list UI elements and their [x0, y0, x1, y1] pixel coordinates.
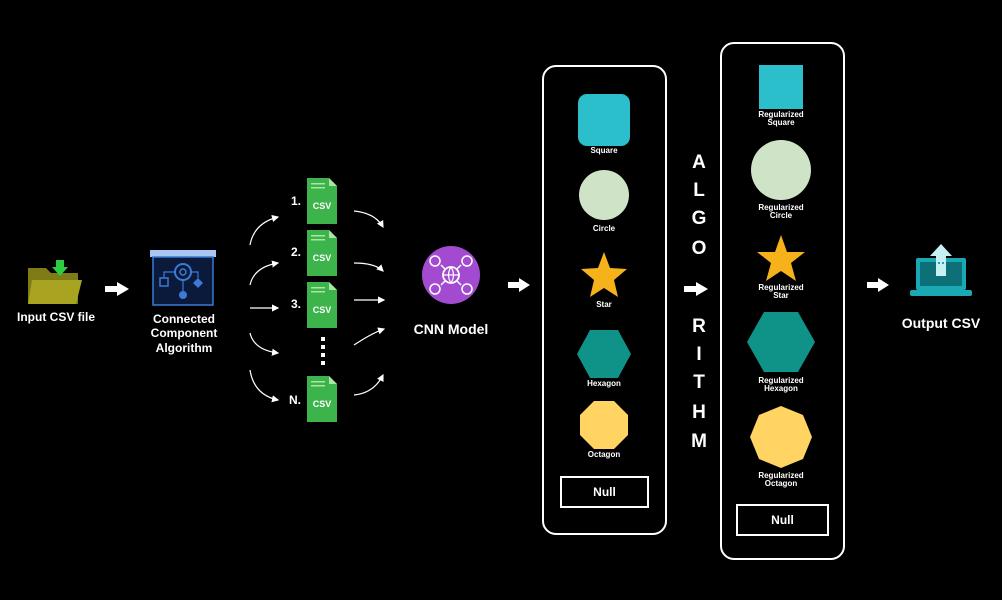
csv-file-icon [307, 230, 337, 276]
classified-shapes-panel [542, 65, 667, 535]
output-csv-label: Output CSV [901, 315, 981, 331]
octagon-shape-icon [580, 401, 628, 449]
shape-label: Star [596, 300, 612, 309]
regularized-label-line1: Regularized [758, 471, 804, 480]
regularized-label: Regularized Star [736, 283, 826, 301]
algo-letter: O [691, 238, 707, 259]
algorithm-label: Connected Component Algorithm [134, 312, 234, 355]
cnn-model-label: CNN Model [413, 321, 489, 337]
regularized-label: Regularized Octagon [736, 471, 826, 489]
csv-number: 2. [291, 245, 302, 259]
hexagon-shape-icon [577, 330, 631, 378]
algo-letter: T [693, 372, 705, 393]
regularized-circle-icon [751, 140, 811, 200]
ellipsis-dots-icon [321, 337, 325, 365]
csv-file-icon [307, 178, 337, 224]
regularized-label-line2: Star [773, 291, 789, 301]
arrow-right-icon [105, 282, 129, 296]
shape-label: Circle [592, 224, 616, 233]
algo-letter: L [693, 180, 705, 201]
star-shape-icon [581, 252, 627, 297]
algo-letter: R [692, 316, 706, 337]
null-regularized-box: Null [736, 504, 829, 536]
regularized-label: Regularized Circle [736, 203, 826, 221]
square-shape-icon [578, 94, 630, 146]
csv-file-text: CSV [312, 399, 332, 409]
csv-file-icon [307, 376, 337, 422]
csv-file-text: CSV [312, 305, 332, 315]
regularized-label-line2: Octagon [764, 479, 798, 489]
csv-file-text: CSV [312, 201, 332, 211]
regularized-octagon-icon [750, 406, 812, 468]
null-class-box: Null [560, 476, 649, 508]
csv-number: 1. [291, 194, 302, 208]
csv-file-icon [307, 282, 337, 328]
regularized-label-line1: Regularized [758, 283, 804, 292]
fan-out-arrows [249, 214, 280, 403]
laptop-upload-icon [910, 244, 972, 296]
regularized-label-line1: Regularized [758, 203, 804, 212]
regularized-label-line2: Square [767, 118, 795, 128]
regularized-label: Regularized Hexagon [736, 376, 826, 394]
input-csv-label: Input CSV file [17, 310, 95, 324]
circle-shape-icon [579, 170, 629, 220]
arrow-right-icon [684, 282, 708, 296]
algo-letter: M [691, 431, 707, 452]
regularized-label-line2: Hexagon [764, 384, 798, 394]
algorithm-flowchart-icon [150, 250, 216, 306]
algorithm-label-line2: Component [150, 326, 218, 341]
csv-file-text: CSV [312, 253, 332, 263]
csv-number: N. [289, 393, 301, 407]
algo-letter: H [692, 402, 706, 423]
regularized-label-line1: Regularized [758, 376, 804, 385]
regularized-label-line2: Circle [769, 211, 793, 221]
fan-in-arrows [353, 210, 386, 396]
shape-label: Octagon [587, 450, 621, 459]
algo-letter: A [692, 152, 706, 173]
arrow-right-icon [508, 278, 530, 292]
shape-label: Square [590, 146, 618, 155]
shape-label: Hexagon [587, 379, 621, 388]
cnn-network-icon [422, 246, 480, 304]
regularized-star-icon [757, 235, 805, 281]
algorithm-label-line1: Connected [152, 312, 215, 326]
regularized-hexagon-icon [747, 312, 815, 372]
csv-number: 3. [291, 297, 302, 311]
arrow-right-icon [867, 278, 889, 292]
regularized-label-line1: Regularized [758, 110, 804, 119]
regularized-square-icon [759, 65, 803, 109]
regularized-shapes-panel [720, 42, 845, 560]
regularized-label: Regularized Square [736, 110, 826, 128]
algo-letter: G [691, 208, 707, 229]
algorithm-label-line3: Algorithm [155, 340, 213, 355]
folder-icon [28, 260, 82, 304]
algo-letter: I [696, 344, 702, 365]
